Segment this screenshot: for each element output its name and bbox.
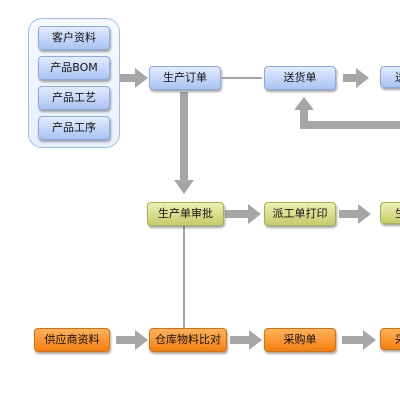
node-product-process[interactable]: 产品工序 [38,116,110,140]
node-dispatch-print-label: 派工单打印 [272,207,328,220]
node-product-bom[interactable]: 产品BOM [38,56,110,80]
node-product-bom-label: 产品BOM [50,61,98,74]
arrow-return-to-delivery [294,97,400,129]
arrow-warehouse-to-purchase [230,330,262,350]
node-purchase-next[interactable]: 采 [380,328,400,350]
node-delivery-note-label: 送货单 [283,71,317,84]
arrow-dispatch-to-next [339,204,371,224]
node-supplier-info[interactable]: 供应商资料 [34,328,110,352]
arrow-production-order-to-review [174,92,194,194]
arrow-purchase-to-next [342,330,376,350]
node-warehouse-compare[interactable]: 仓库物料比对 [149,328,227,352]
node-production-order[interactable]: 生产订单 [149,66,221,90]
node-purchase-order-label: 采购单 [283,333,317,346]
node-purchase-next-label: 采 [395,329,400,349]
node-order-review[interactable]: 生产单审批 [147,202,224,226]
node-delivery-next-label: 送 [395,67,400,87]
node-dispatch-print[interactable]: 派工单打印 [264,202,336,226]
node-product-craft[interactable]: 产品工艺 [38,86,110,110]
node-supplier-info-label: 供应商资料 [44,333,100,346]
node-order-review-label: 生产单审批 [158,207,213,220]
node-delivery-next[interactable]: 送 [380,66,400,88]
node-dispatch-next[interactable]: 生 [380,202,400,224]
node-production-order-label: 生产订单 [163,71,207,84]
arrow-group-to-production-order [120,68,148,88]
node-product-process-label: 产品工序 [52,121,96,134]
node-dispatch-next-label: 生 [395,203,400,223]
arrow-supplier-to-warehouse [116,330,148,350]
node-product-craft-label: 产品工艺 [52,91,96,104]
node-purchase-order[interactable]: 采购单 [264,328,336,352]
arrow-delivery-to-next [343,68,369,88]
node-customer-info[interactable]: 客户资料 [38,26,110,50]
node-delivery-note[interactable]: 送货单 [264,66,336,90]
arrow-review-to-dispatch [225,204,261,224]
node-warehouse-compare-label: 仓库物料比对 [155,333,221,346]
node-customer-info-label: 客户资料 [52,31,96,44]
